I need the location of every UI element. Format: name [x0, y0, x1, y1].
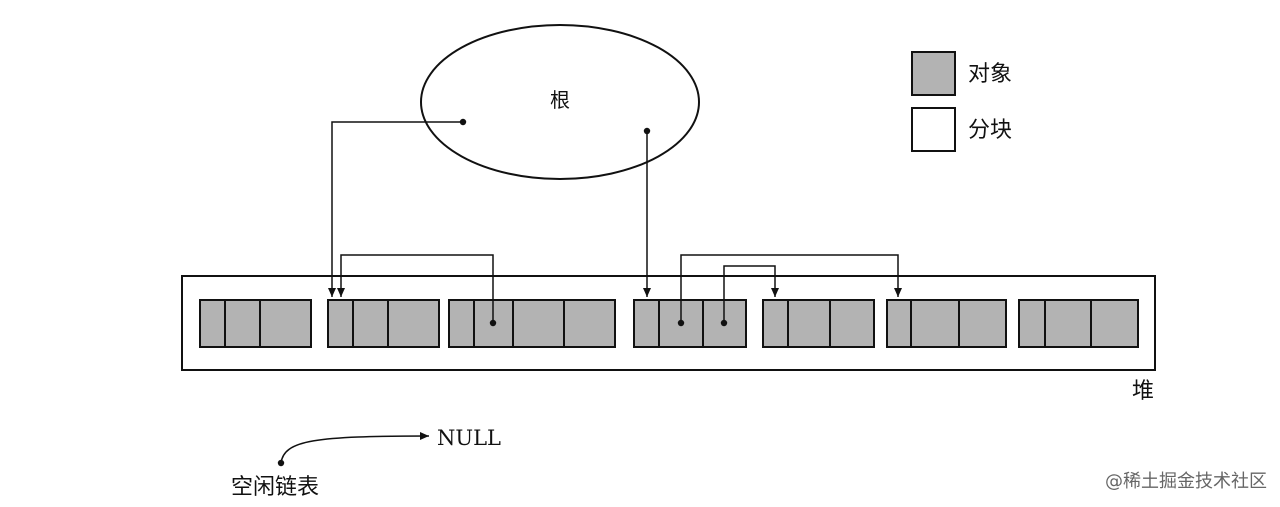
legend-object-swatch: [911, 51, 956, 96]
heap-object: [327, 299, 440, 348]
root-label: 根: [550, 88, 570, 112]
pointer-origin-dot: [489, 319, 497, 327]
heap-object: [762, 299, 875, 348]
pointer-origin-dot: [677, 319, 685, 327]
heap-object: [448, 299, 616, 348]
heap-object: [1018, 299, 1139, 348]
legend-chunk-label: 分块: [968, 118, 1012, 143]
object-pointer: [723, 265, 779, 323]
free-list-label: 空闲链表: [231, 475, 319, 500]
pointers: [280, 121, 902, 464]
heap-label: 堆: [1132, 379, 1154, 404]
heap-object: [199, 299, 312, 348]
heap-object: [633, 299, 747, 348]
legend-chunk-swatch: [911, 107, 956, 152]
pointer-origin-dot: [459, 118, 467, 126]
heap-object: [886, 299, 1007, 348]
null-label: NULL: [437, 426, 501, 450]
root-ellipse: [420, 24, 700, 180]
object-pointer: [337, 254, 494, 323]
pointer-origin-dot: [277, 459, 285, 467]
heap-objects: [199, 299, 1139, 348]
legend: 对象 分块: [911, 51, 1012, 152]
watermark: @稀土掘金技术社区: [1105, 471, 1267, 492]
object-pointer: [680, 254, 902, 323]
pointer-origin-dot: [720, 319, 728, 327]
root-pointer-left: [328, 121, 463, 297]
free-list-pointer: [280, 432, 430, 464]
legend-object-label: 对象: [968, 62, 1012, 87]
pointer-origin-dot: [643, 127, 651, 135]
pointer-origins: [277, 118, 728, 467]
